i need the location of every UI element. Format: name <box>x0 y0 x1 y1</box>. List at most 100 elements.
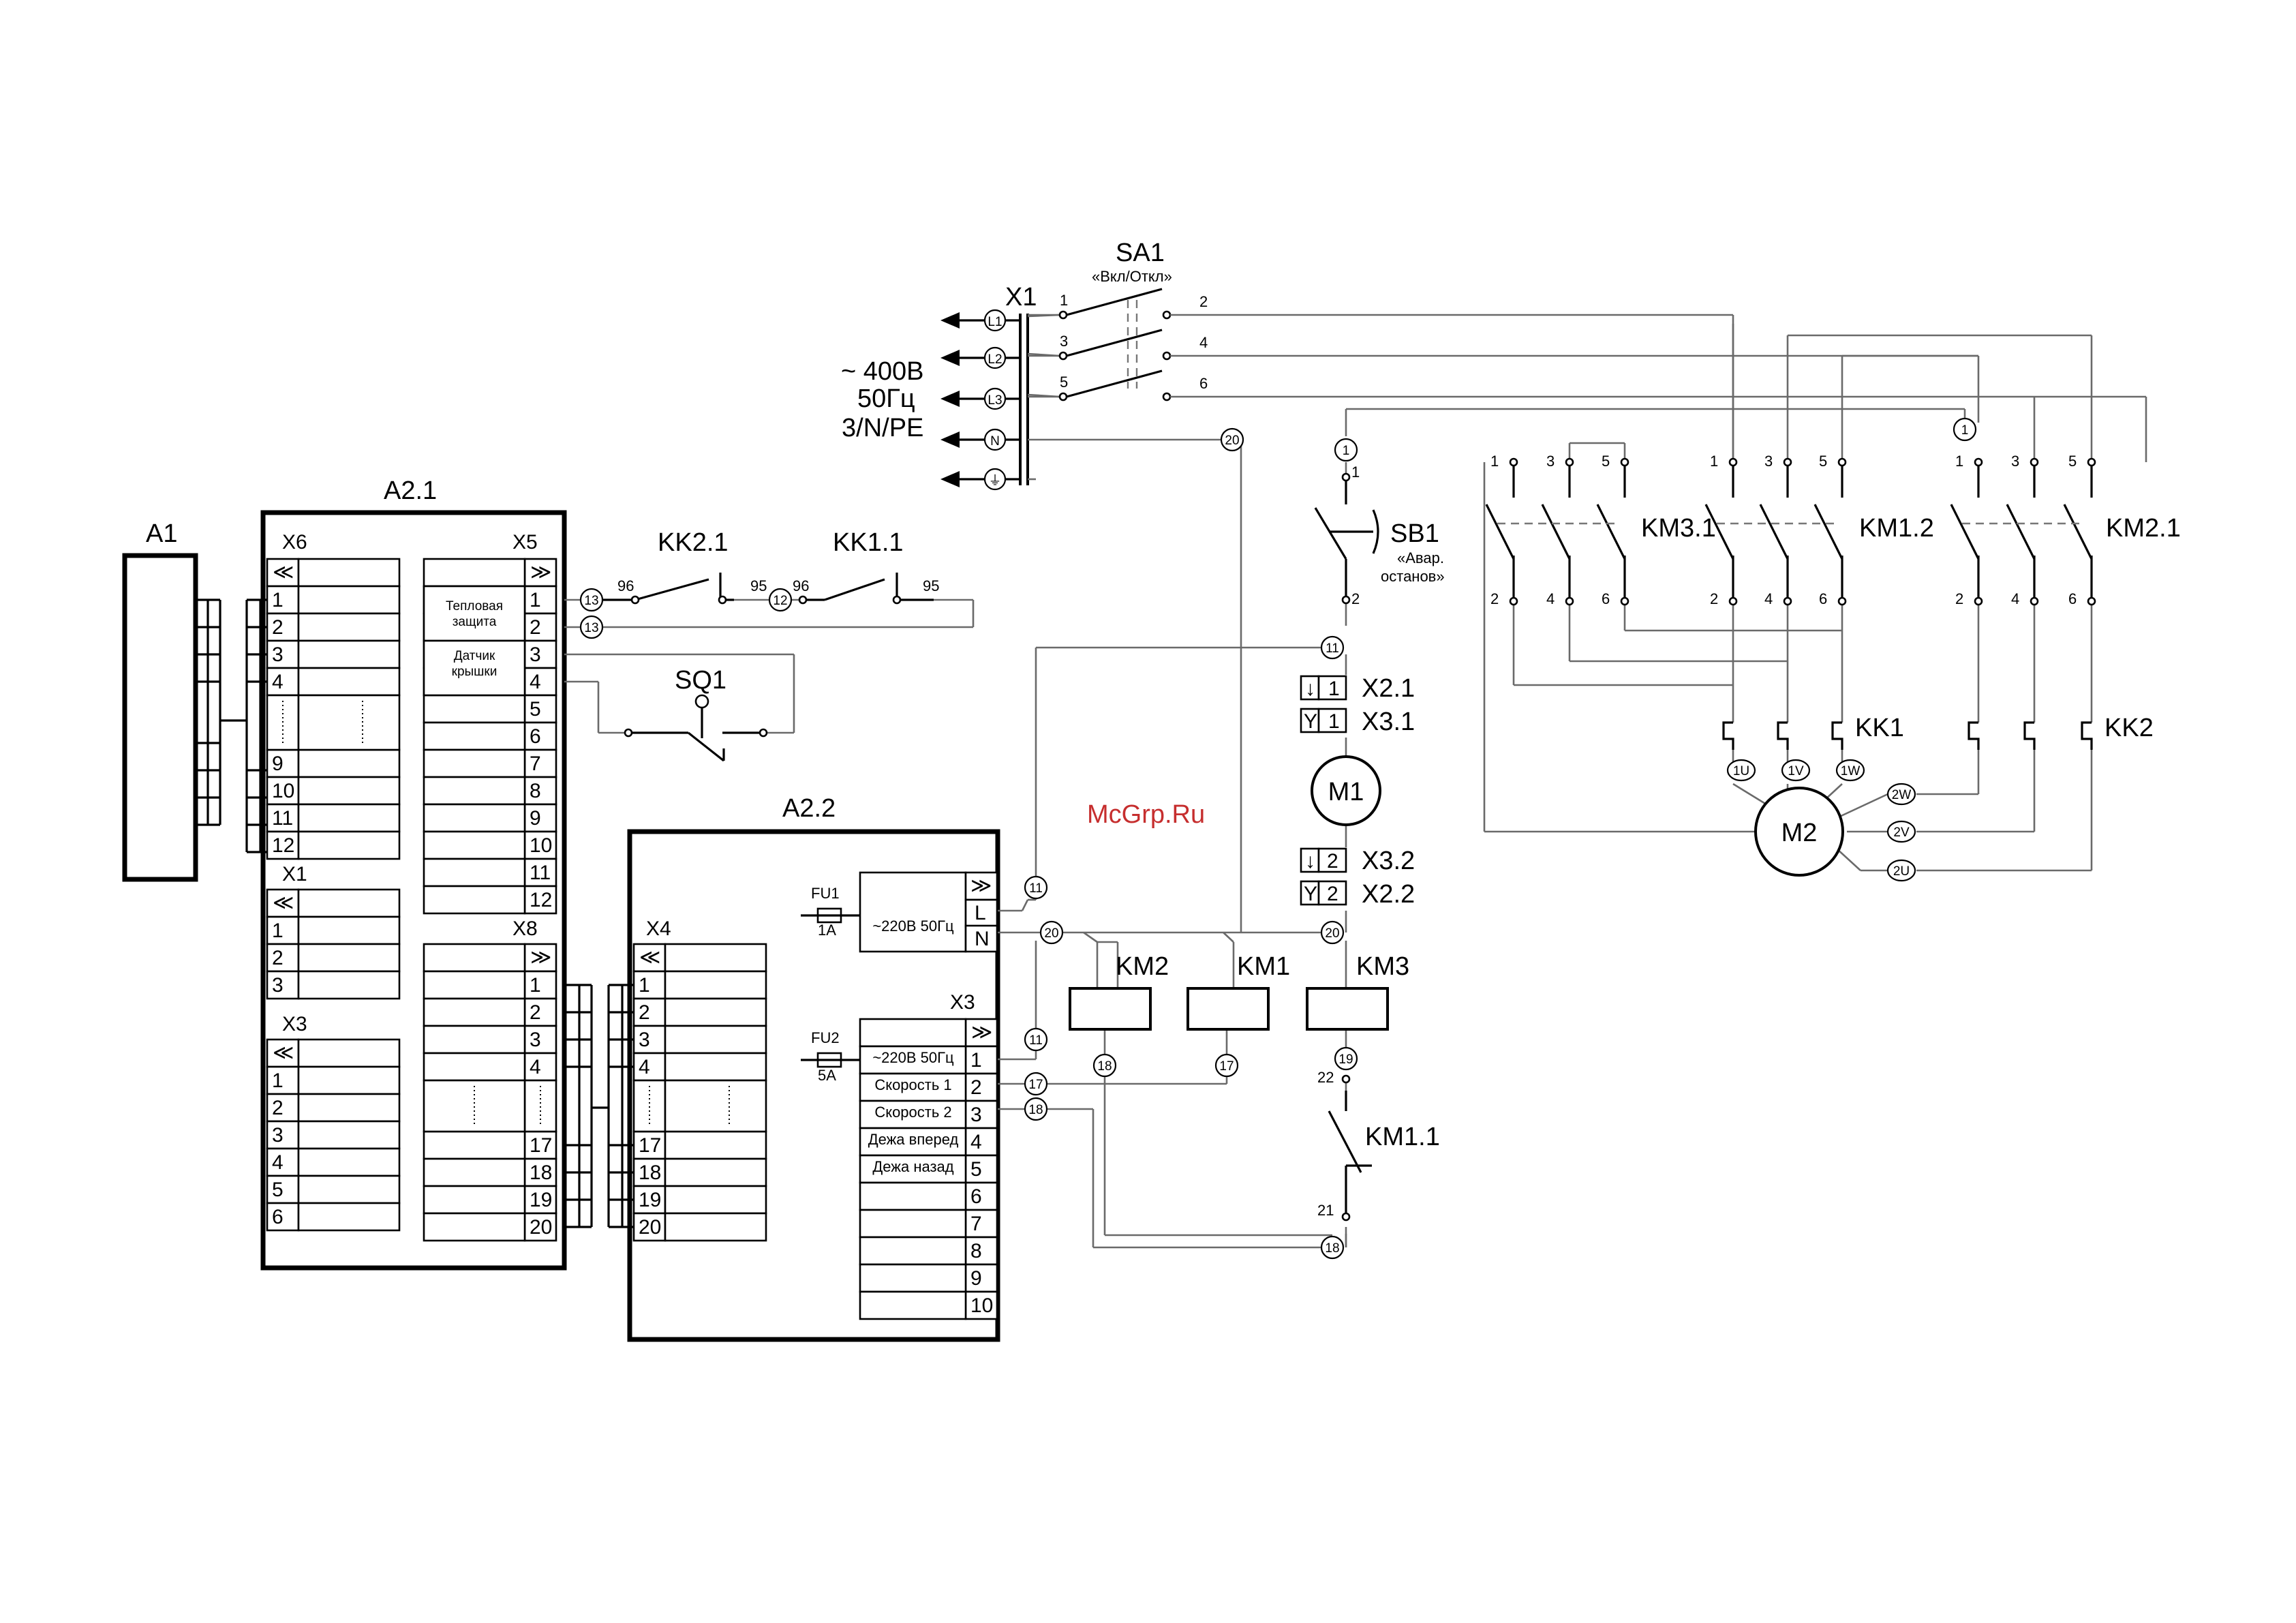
km31-pin-top-1: 1 <box>1490 453 1499 470</box>
a21-frame <box>260 510 567 1271</box>
watermark: McGrp.Ru <box>1087 800 1205 829</box>
a22-x3-title: X3 <box>950 991 975 1014</box>
x21-label: X2.1 <box>1362 674 1415 703</box>
x22-label: X2.2 <box>1362 880 1415 909</box>
a22-x4-row-20: 20 <box>639 1216 661 1239</box>
wire-marker-13: 13 <box>584 621 598 635</box>
a21-x5-row-12: 12 <box>530 889 552 911</box>
km12-pin-top-1: 1 <box>1710 453 1718 470</box>
a22-x4-row-2: 2 <box>639 1001 650 1024</box>
terminal-x22: 2 Y X2.2 <box>1300 880 1415 909</box>
km3-coil-label: KM3 <box>1356 952 1409 981</box>
x3-func-label-4: Дежа вперед <box>868 1131 959 1148</box>
km11-pin-22: 22 <box>1317 1069 1334 1086</box>
x3-func-label-5: Дежа назад <box>872 1158 953 1175</box>
a21-x3-row-4: 4 <box>272 1151 284 1174</box>
a21-x6-row-4: 4 <box>272 671 284 693</box>
x5-cover-label-1: Датчик <box>454 649 495 663</box>
supply-system: 3/N/PE <box>842 414 923 442</box>
km21-pin-bottom-2: 2 <box>1955 590 1963 607</box>
km11-label: KM1.1 <box>1365 1123 1440 1151</box>
km31-pin-top-3: 3 <box>1546 453 1555 470</box>
a22-x4-row-4: 4 <box>639 1056 650 1078</box>
km31-pin-bottom-2: 2 <box>1490 590 1499 607</box>
fu1-label: FU1 <box>811 885 840 902</box>
terminal-x31: 1 Y X3.1 <box>1300 708 1415 736</box>
km21-pin-top-1: 1 <box>1955 453 1963 470</box>
km12-pin-top-5: 5 <box>1819 453 1827 470</box>
a21-x8-row-3: 3 <box>530 1029 541 1051</box>
interlock-km11: 22 21 KM1.1 <box>1317 1069 1440 1222</box>
a21-x3-row-5: 5 <box>272 1179 284 1201</box>
sb1-pin-1: 1 <box>1351 464 1360 481</box>
m2-terminal-1V: 1V <box>1788 764 1804 778</box>
wire-marker-11: 11 <box>1326 641 1339 656</box>
fu2-rating: 5A <box>818 1067 836 1084</box>
a21-x3-row-2: 2 <box>272 1097 284 1119</box>
x32-label: X3.2 <box>1362 847 1415 875</box>
a21-x6-arrow-icon: ≪ <box>273 561 294 583</box>
input-terminal-4: ⏚ <box>988 474 1001 488</box>
emergency-stop-sb1: SB1 «Авар. останов» 1 2 <box>1314 464 1445 607</box>
km31-label: KM3.1 <box>1641 514 1716 543</box>
km21-label: KM2.1 <box>2106 514 2181 543</box>
a21-x1-row-3: 3 <box>272 974 284 997</box>
x3-func-label-1: ~220В 50Гц <box>872 1049 954 1066</box>
a21-x6-row-9: 9 <box>272 753 284 775</box>
supply-frequency: 50Гц <box>857 384 915 413</box>
a22-x4-row-1: 1 <box>639 974 650 997</box>
a21-x3-row-1: 1 <box>272 1070 284 1092</box>
sb1-pin-2: 2 <box>1351 590 1360 607</box>
km12-pin-bottom-6: 6 <box>1819 590 1827 607</box>
kk1-label: KK1 <box>1855 714 1904 742</box>
wire-marker-20: 20 <box>1225 434 1239 448</box>
a21-x8-arrow-icon: ≫ <box>530 946 551 969</box>
wire-marker-11: 11 <box>1029 881 1043 896</box>
sa1-description: «Вкл/Откл» <box>1092 268 1172 285</box>
a21-x3-title: X3 <box>282 1013 307 1035</box>
a22-x3-row-1: 1 <box>970 1049 982 1072</box>
a22-x4-row-17: 17 <box>639 1134 661 1157</box>
terminal-x21: 1 ↓ X2.1 <box>1300 674 1415 703</box>
a22-x3-row-3: 3 <box>970 1104 982 1126</box>
a22-x3-row-5: 5 <box>970 1158 982 1181</box>
a21-x1-row-2: 2 <box>272 947 284 969</box>
input-arrow-icon <box>940 431 960 448</box>
fu1-rating: 1A <box>818 922 836 939</box>
module-a1: A1 <box>122 519 267 882</box>
supply-voltage: ~ 400В <box>841 357 924 386</box>
km12-pin-top-3: 3 <box>1764 453 1773 470</box>
a21-x6-row-12: 12 <box>272 834 294 857</box>
sa1-pin-out-4: 4 <box>1199 334 1208 351</box>
a22-x4-title: X4 <box>646 917 671 940</box>
a21-label: A2.1 <box>384 476 437 505</box>
m2-terminal-2W: 2W <box>1892 788 1912 802</box>
a22-x3-row-10: 10 <box>970 1294 993 1317</box>
kk11-pin-95: 95 <box>923 577 939 594</box>
fuse-fu2: FU2 5A <box>801 1029 860 1084</box>
thermal-relay-kk2 <box>1968 721 2093 750</box>
m2-terminal-2V: 2V <box>1893 825 1910 840</box>
contactor-coils: KM2 KM1 KM3 <box>1069 952 1409 1031</box>
wire-marker-13: 13 <box>584 594 598 608</box>
input-arrow-icon <box>940 350 960 366</box>
a21-x5-row-2: 2 <box>530 616 541 639</box>
input-terminal-3: N <box>990 434 1000 449</box>
a21-x6-row-11: 11 <box>272 807 293 830</box>
supply-label: ~220В 50Гц <box>872 917 954 935</box>
a22-x3-row-9: 9 <box>970 1267 982 1290</box>
kk21-pin-95: 95 <box>750 577 767 594</box>
a21-x6-row-1: 1 <box>272 589 284 611</box>
a22-x3-arrow-icon: ≫ <box>971 1021 992 1044</box>
km31-pin-top-5: 5 <box>1602 453 1610 470</box>
a21-x1-title: X1 <box>282 863 307 885</box>
